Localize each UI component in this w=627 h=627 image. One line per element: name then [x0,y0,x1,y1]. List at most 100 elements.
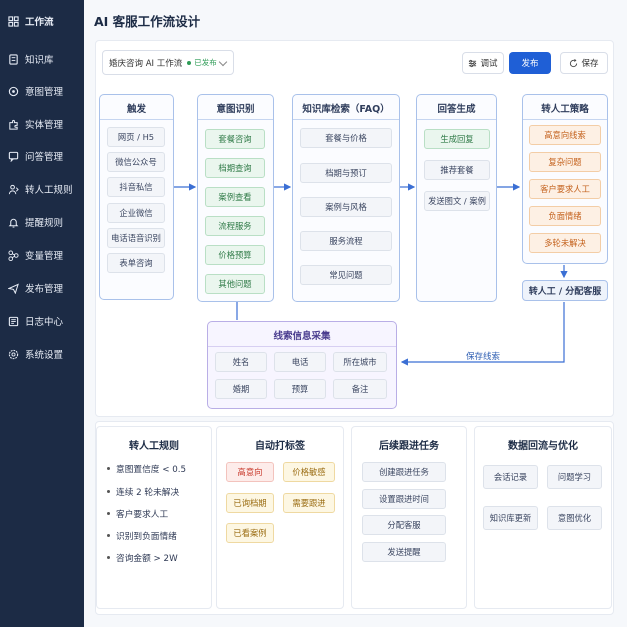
rule-text: 咨询金额 > 2W [116,554,178,564]
tag-chip[interactable]: 价格敏感 [283,462,335,482]
trigger-item[interactable]: 网页 / H5 [107,127,165,147]
sidebar-item-variables[interactable]: 变量管理 [8,246,63,264]
sidebar-item-label: 发布管理 [25,284,64,295]
sidebar-item-intent[interactable]: 意图管理 [8,82,63,100]
strategy-item[interactable]: 复杂问题 [529,152,601,172]
node-lead-collection[interactable]: 线索信息采集 姓名 电话 所在城市 婚期 预算 备注 [207,321,397,409]
trigger-item[interactable]: 抖音私信 [107,177,165,197]
answer-item[interactable]: 生成回复 [424,129,490,149]
sidebar-item-settings[interactable]: 系统设置 [8,345,63,363]
variable-icon [8,249,19,261]
sidebar-item-label: 日志中心 [25,317,64,328]
kb-item[interactable]: 档期与预订 [300,163,392,183]
followup-item[interactable]: 设置跟进时间 [362,489,446,509]
node-title: 转人工策略 [541,104,589,115]
status-text: 已发布 [194,58,217,67]
lead-field[interactable]: 备注 [333,379,387,399]
lead-field[interactable]: 电话 [274,352,326,372]
lead-field[interactable]: 预算 [274,379,326,399]
node-transfer-strategy[interactable]: 转人工策略 高意向线索 复杂问题 客户要求人工 负面情绪 多轮未解决 [522,94,608,264]
intent-item[interactable]: 价格预算 [205,245,265,265]
rule-item: 客户要求人工 [107,507,168,520]
status-badge: 已发布 [187,57,217,68]
save-label: 保存 [581,59,599,69]
answer-item[interactable]: 推荐套餐 [424,160,490,180]
node-transfer-assign[interactable]: 转人工 / 分配客服 [522,280,608,301]
optimize-item[interactable]: 会话记录 [483,465,538,489]
publish-button[interactable]: 发布 [509,52,551,74]
node-trigger[interactable]: 触发 网页 / H5 微信公众号 抖音私信 企业微信 电话语音识别 表单咨询 [99,94,174,300]
tag-chip[interactable]: 需要跟进 [283,493,335,513]
puzzle-icon [9,119,18,130]
node-answer-generation[interactable]: 回答生成 生成回复 推荐套餐 发送图文 / 案例 [416,94,497,302]
sidebar-item-workflow[interactable]: 工作流 [8,12,54,30]
optimize-item[interactable]: 意图优化 [547,506,602,530]
card-auto-tags: 自动打标签 [216,426,344,609]
sidebar-item-knowledge[interactable]: 知识库 [8,50,54,68]
lead-field[interactable]: 姓名 [215,352,267,372]
intent-item[interactable]: 档期查询 [205,158,265,178]
node-title: 线索信息采集 [273,331,331,342]
strategy-item[interactable]: 客户要求人工 [529,179,601,199]
refresh-icon [570,58,578,67]
strategy-item[interactable]: 多轮未解决 [529,233,601,253]
followup-item[interactable]: 发送提醒 [362,542,446,562]
trigger-item[interactable]: 电话语音识别 [107,228,165,248]
sidebar-item-label: 转人工规则 [25,185,73,196]
sidebar-item-publish[interactable]: 发布管理 [8,279,63,297]
followup-item[interactable]: 创建跟进任务 [362,462,446,482]
send-icon [8,282,19,294]
workflow-select[interactable]: 婚庆咨询 AI 工作流 已发布 [102,50,234,75]
intent-item[interactable]: 其他问题 [205,274,265,294]
save-button[interactable]: 保存 [560,52,608,74]
kb-item[interactable]: 常见问题 [300,265,392,285]
kb-item[interactable]: 案例与风格 [300,197,392,217]
bell-icon [8,218,19,228]
tag-chip[interactable]: 已询档期 [226,493,274,513]
followup-item[interactable]: 分配客服 [362,515,446,535]
sidebar-item-logs[interactable]: 日志中心 [8,312,63,330]
chevron-down-icon [218,57,228,67]
publish-label: 发布 [521,59,539,69]
sidebar-item-label: 提醒规则 [25,218,64,229]
save-leads-label: 保存线索 [466,352,501,362]
intent-item[interactable]: 案例查看 [205,187,265,207]
card-title: 后续跟进任务 [379,441,439,452]
sidebar-item-transfer-rules[interactable]: 转人工规则 [8,180,73,198]
kb-item[interactable]: 套餐与价格 [300,128,392,148]
tag-chip[interactable]: 已看案例 [226,523,274,543]
tag-chip[interactable]: 高意向 [226,462,274,482]
strategy-item[interactable]: 高意向线索 [529,125,601,145]
sidebar-item-qa[interactable]: 问答管理 [8,147,63,165]
rule-item: 识别到负面情绪 [107,529,177,542]
page-title: AI 客服工作流设计 [94,14,201,29]
node-intent[interactable]: 意图识别 套餐咨询 档期查询 案例查看 流程服务 价格预算 其他问题 [197,94,274,302]
node-knowledge-search[interactable]: 知识库检索（FAQ） 套餐与价格 档期与预订 案例与风格 服务流程 常见问题 [292,94,400,302]
trigger-item[interactable]: 微信公众号 [107,152,165,172]
sidebar-item-entity[interactable]: 实体管理 [8,115,63,133]
strategy-item[interactable]: 负面情绪 [529,206,601,226]
intent-item[interactable]: 流程服务 [205,216,265,236]
card-title: 转人工规则 [129,441,179,452]
rule-text: 意图置信度 < 0.5 [116,465,187,475]
lead-field[interactable]: 所在城市 [333,352,387,372]
sidebar-item-reminder-rules[interactable]: 提醒规则 [8,213,63,231]
card-transfer-rules: 转人工规则 [96,426,212,609]
kb-item[interactable]: 服务流程 [300,231,392,251]
sidebar-item-label: 意图管理 [25,87,64,98]
optimize-item[interactable]: 问题学习 [547,465,602,489]
trigger-item[interactable]: 企业微信 [107,203,165,223]
sidebar-item-label: 变量管理 [25,251,64,262]
sidebar-item-label: 工作流 [25,17,54,28]
node-title: 触发 [126,104,146,115]
rule-item: 意图置信度 < 0.5 [107,462,186,475]
trigger-item[interactable]: 表单咨询 [107,253,165,273]
intent-item[interactable]: 套餐咨询 [205,129,265,149]
answer-item[interactable]: 发送图文 / 案例 [424,191,490,211]
workflow-name: 婚庆咨询 AI 工作流 [109,58,183,69]
optimize-item[interactable]: 知识库更新 [483,506,538,530]
lead-field[interactable]: 婚期 [215,379,267,399]
card-title: 数据回流与优化 [508,441,578,452]
debug-button[interactable]: 调试 [462,52,504,74]
chat-icon [8,151,19,162]
